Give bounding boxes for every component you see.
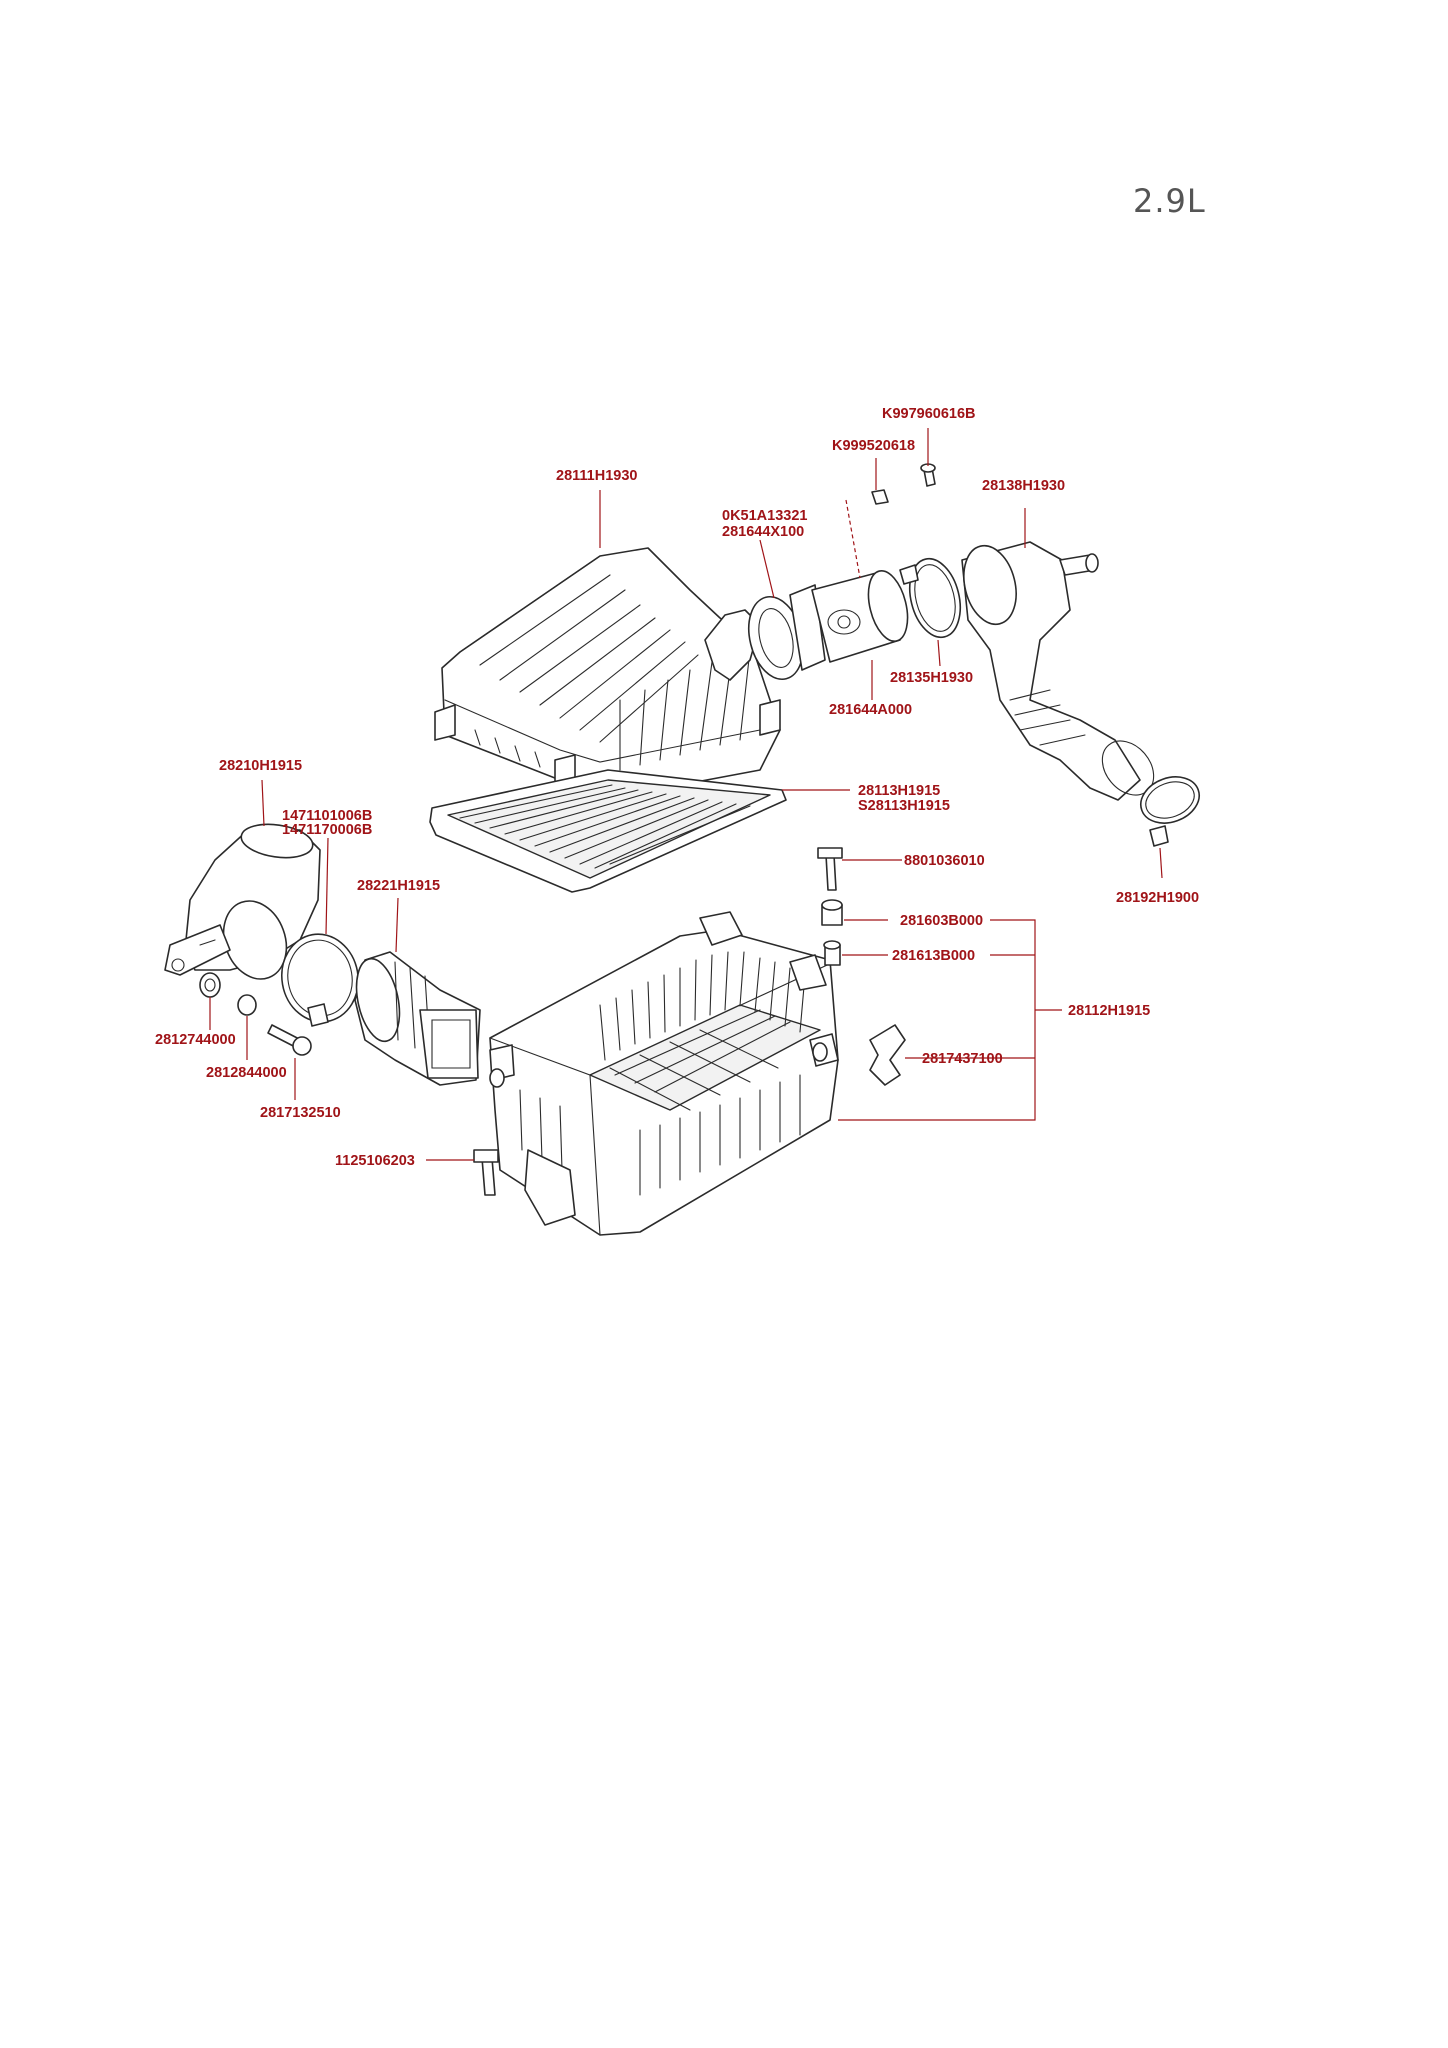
label-2812744000: 2812744000 [155,1032,236,1048]
label-2817132510: 2817132510 [260,1105,341,1121]
label-28113h1915: 28113H1915 [858,783,940,799]
clip-2817437100[interactable] [869,1024,906,1086]
label-28135h1930: 28135H1930 [890,670,973,686]
label-s28113h1915: S28113H1915 [858,798,950,814]
collar-281613b000[interactable] [823,940,841,966]
bushing-281603b000[interactable] [821,899,843,926]
bolt-2817132510[interactable] [267,1024,312,1056]
hose-clamp-28192h1900[interactable] [1134,769,1205,847]
engine-size-label: 2.9L [1133,182,1206,220]
air-intake-hose[interactable] [956,540,1164,805]
label-1125106203: 1125106203 [335,1153,415,1169]
label-8801036010: 8801036010 [904,853,985,869]
bolt-8801036010[interactable] [817,847,843,891]
hose-clamp-28135h1930[interactable] [899,553,968,642]
label-281644a000: 281644A000 [829,702,912,718]
leader-lines [209,428,1163,1161]
label-28210h1915: 28210H1915 [219,758,302,774]
bolt-1125106203[interactable] [473,1149,499,1196]
label-2812844000: 2812844000 [206,1065,287,1081]
collar-2812844000[interactable] [237,994,257,1016]
clamp-1471101006b[interactable] [275,928,365,1028]
part-labels: K997960616B K999520618 28111H1930 28138H… [155,406,1199,1169]
label-k999520618: K999520618 [832,438,915,454]
nut-k999520618[interactable] [871,489,889,505]
label-28221h1915: 28221H1915 [357,878,440,894]
label-281613b000: 281613B000 [892,948,975,964]
label-28111h1930: 28111H1930 [556,468,637,484]
label-1471101006b: 1471101006B [282,808,372,824]
label-k997960616b: K997960616B [882,406,976,422]
air-duct-28221h1915[interactable] [350,951,481,1086]
air-filter-element[interactable] [429,769,787,893]
screw-k997960616b[interactable] [920,463,936,487]
label-1471170006b: 1471170006B [282,822,372,838]
air-cleaner-lower-body[interactable] [489,911,839,1236]
label-28138h1930: 28138H1930 [982,478,1065,494]
label-2817437100: 2817437100 [922,1051,1003,1067]
grommet-2812744000[interactable] [199,972,221,998]
label-281603b000: 281603B000 [900,913,983,929]
label-28192h1900: 28192H1900 [1116,890,1199,906]
resonator-duct-28210h1915[interactable] [164,820,321,988]
mass-air-flow-sensor[interactable] [789,567,914,671]
label-281644x100: 281644X100 [722,524,804,540]
label-0k51a13321: 0K51A13321 [722,508,807,524]
air-cleaner-cover[interactable] [434,547,781,801]
label-28112h1915: 28112H1915 [1068,1003,1150,1019]
